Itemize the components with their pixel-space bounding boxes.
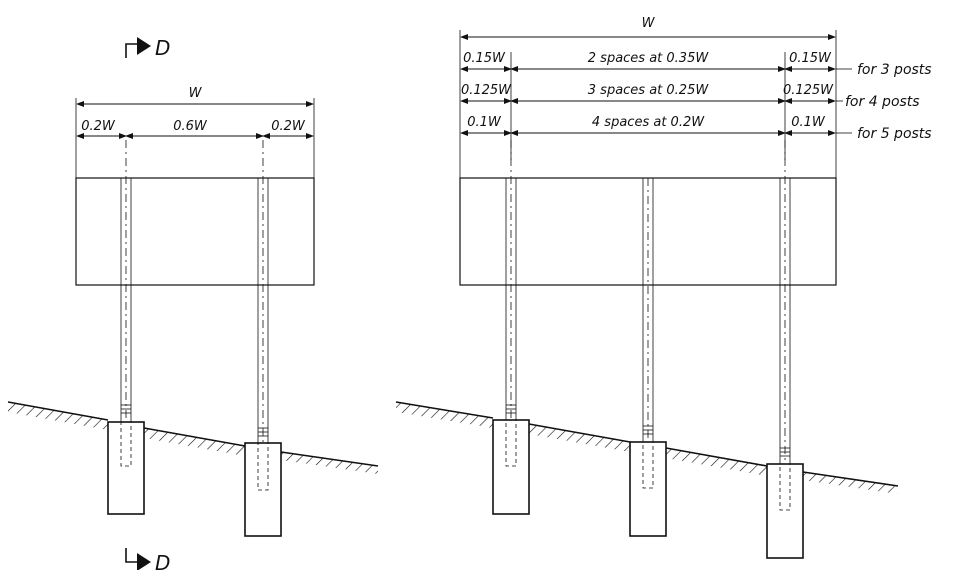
right-post-1 — [492, 140, 530, 515]
left-dim-middle: 0.6W — [173, 119, 208, 134]
left-dim-total: W — [75, 86, 315, 178]
right-dim-row-4-posts: 0.125W 3 spaces at 0.25W 0.125W for 4 po… — [460, 83, 920, 110]
row5-outer-left: 0.1W — [467, 115, 502, 130]
right-dim-total-label: W — [642, 16, 656, 31]
left-sign-panel — [75, 177, 315, 286]
right-dim-total: W — [460, 16, 836, 40]
section-label-bottom: D — [155, 551, 170, 570]
row5-label: for 5 posts — [857, 126, 932, 142]
left-post-1 — [107, 140, 145, 515]
left-post-2 — [244, 140, 282, 537]
left-ground-line — [7, 401, 379, 474]
right-view: W 0.15W 2 spaces at 0.35W 0.15W for 3 po… — [395, 16, 932, 559]
left-dim-outer-left: 0.2W — [81, 119, 116, 134]
left-dim-outer-right: 0.2W — [271, 119, 306, 134]
row5-outer-right: 0.1W — [791, 115, 826, 130]
left-dim-spacing: 0.2W 0.6W 0.2W — [76, 119, 314, 139]
row4-label: for 4 posts — [845, 94, 920, 110]
left-dim-total-label: W — [189, 86, 203, 101]
section-marker-bottom: D — [125, 548, 170, 570]
row3-middle: 2 spaces at 0.35W — [588, 51, 710, 66]
row3-outer-left: 0.15W — [463, 51, 506, 66]
right-dim-row-3-posts: 0.15W 2 spaces at 0.35W 0.15W for 3 post… — [460, 51, 932, 78]
row4-outer-left: 0.125W — [461, 83, 512, 98]
row4-outer-right: 0.125W — [783, 83, 834, 98]
right-ground-line — [395, 401, 899, 494]
right-post-3 — [766, 140, 804, 559]
row5-middle: 4 spaces at 0.2W — [592, 115, 705, 130]
section-marker-top: D — [125, 36, 170, 60]
right-post-2 — [629, 178, 667, 537]
row3-outer-right: 0.15W — [789, 51, 832, 66]
row4-middle: 3 spaces at 0.25W — [588, 83, 710, 98]
left-view: W 0.2W 0.6W 0.2W — [7, 86, 379, 537]
section-label-top: D — [155, 36, 170, 60]
row3-label: for 3 posts — [857, 62, 932, 78]
right-dim-row-5-posts: 0.1W 4 spaces at 0.2W 0.1W for 5 posts — [460, 115, 932, 142]
